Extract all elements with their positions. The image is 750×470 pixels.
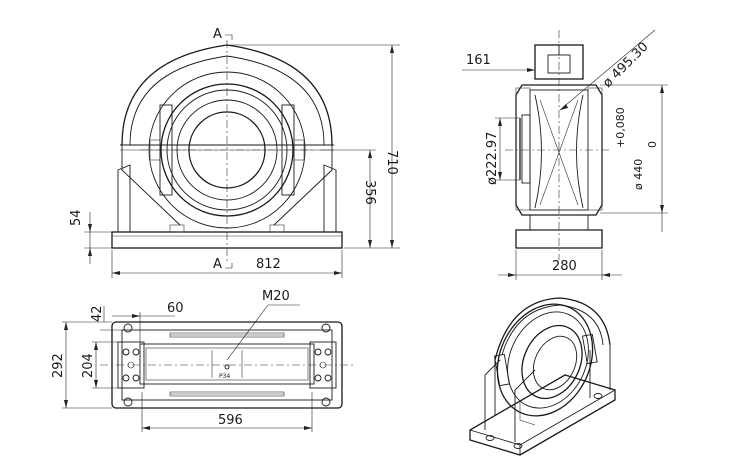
plan-hole-offset-dim: 42 xyxy=(90,305,105,322)
section-mark-top: A xyxy=(213,27,222,42)
plan-slot-dim: 60 xyxy=(167,301,184,316)
section-bore-diameter-dim: ø 440 xyxy=(632,159,645,190)
plan-length-dim: 596 xyxy=(218,413,243,428)
section-base-width-dim: 280 xyxy=(552,259,577,274)
section-view: 161 ø 495.30 ø222.97 +0,080 ø 440 0 280 xyxy=(462,29,668,280)
plan-view: P34 M20 60 42 204 292 xyxy=(51,289,354,432)
front-width-dim: 812 xyxy=(256,257,281,272)
front-center-height-dim: 356 xyxy=(362,180,377,205)
front-base-thickness-dim: 54 xyxy=(69,209,84,226)
front-view: A A 812 710 356 54 xyxy=(69,27,400,278)
section-outer-diameter-dim: ø 495.30 xyxy=(600,40,651,91)
plan-width-dim: 292 xyxy=(51,353,66,378)
plan-marking-text: P34 xyxy=(219,373,230,380)
plan-thread-callout: M20 xyxy=(262,289,290,304)
section-bore-tolerance-upper: +0,080 xyxy=(614,107,627,148)
front-height-dim: 710 xyxy=(384,150,399,175)
plan-inner-width-dim: 204 xyxy=(81,353,96,378)
section-flange-width-dim: 161 xyxy=(466,53,491,68)
section-mark-bottom: A xyxy=(213,257,222,272)
isometric-view xyxy=(469,297,616,456)
section-inner-diameter-dim: ø222.97 xyxy=(485,132,500,185)
section-bore-tolerance-lower: 0 xyxy=(646,141,659,148)
